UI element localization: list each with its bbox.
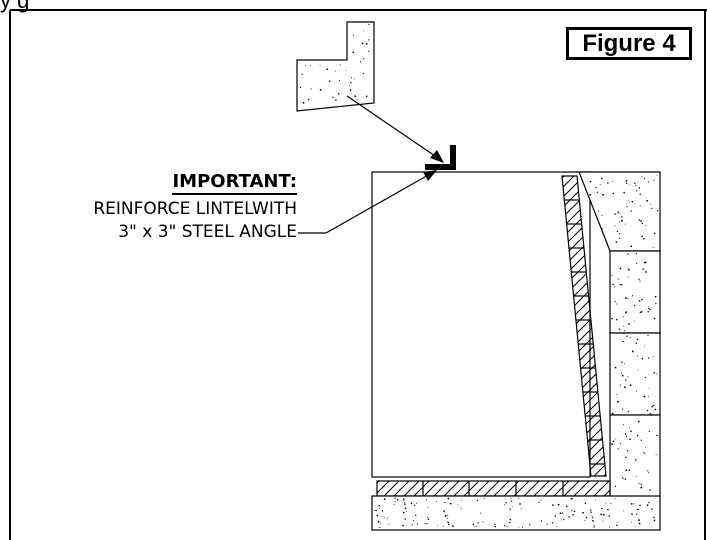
arrowhead-angle (430, 150, 444, 163)
angle-section-detail (296, 21, 375, 112)
fireplace-opening (371, 171, 591, 478)
hearth-texture (374, 497, 656, 529)
arrowhead-note (423, 170, 437, 181)
firebrick-lining (561, 175, 607, 477)
floor-joints (422, 481, 564, 496)
firebrick-joints (564, 199, 605, 465)
leader-line-angle (346, 95, 439, 159)
note-line-1: REINFORCE LINTELWITH (93, 199, 297, 219)
hearth-slab (371, 495, 661, 531)
firebrick-floor (376, 480, 611, 497)
wall-texture (589, 175, 659, 491)
partial-top-caption: y g (0, 0, 30, 13)
note-title: IMPORTANT: (172, 171, 297, 195)
steel-angle-symbol (425, 145, 456, 170)
figure-label: Figure 4 (566, 27, 692, 60)
leader-line-note-diag (325, 173, 431, 234)
note-title-text: IMPORTANT: (172, 171, 297, 195)
concrete-texture (299, 24, 370, 104)
note-line-2: 3" x 3" STEEL ANGLE (118, 222, 297, 242)
masonry-wall (578, 171, 661, 498)
